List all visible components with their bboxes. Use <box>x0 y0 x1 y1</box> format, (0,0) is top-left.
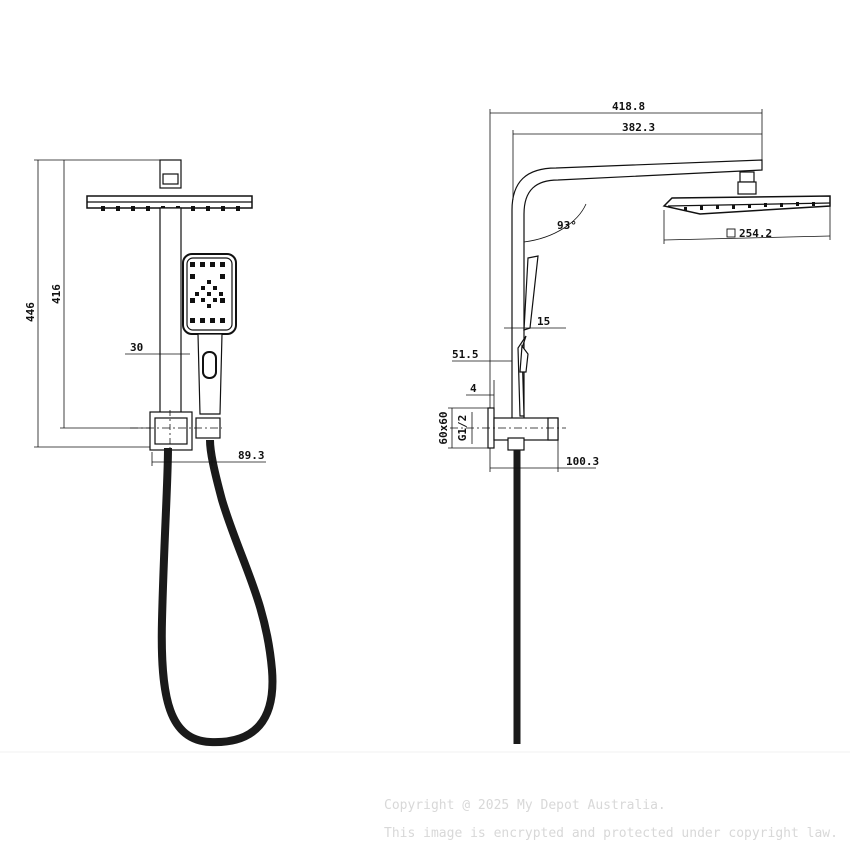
watermark-line-2: This image is encrypted and protected un… <box>384 826 838 841</box>
watermark-line-1: Copyright @ 2025 My Depot Australia. <box>384 798 666 813</box>
dim-15: 15 <box>537 315 550 328</box>
side-dim-100 <box>489 440 596 472</box>
square-symbol <box>726 228 736 238</box>
dim-30: 30 <box>130 341 143 354</box>
side-dim-382 <box>512 130 762 200</box>
dim-446: 446 <box>24 302 37 322</box>
dim-254-2: 254.2 <box>739 227 772 240</box>
side-dim-418 <box>489 109 763 408</box>
front-handset-nozzles <box>190 262 225 323</box>
side-dim-4 <box>466 380 495 408</box>
side-dim-plate <box>448 407 488 449</box>
front-shower-head <box>86 195 253 211</box>
dim-100-3: 100.3 <box>566 455 599 468</box>
dim-4: 4 <box>470 382 477 395</box>
side-dim-angle <box>523 203 587 243</box>
side-arm <box>511 159 763 421</box>
side-view <box>448 109 831 744</box>
front-wall-bracket <box>130 410 222 452</box>
dim-382-3: 382.3 <box>622 121 655 134</box>
side-dim-254 <box>663 206 831 244</box>
dim-93-deg: 93° <box>557 219 577 232</box>
dim-60x60: 60x60 <box>437 411 450 444</box>
dim-416: 416 <box>50 284 63 304</box>
front-dim-89 <box>151 440 266 466</box>
dim-89-3: 89.3 <box>238 449 265 462</box>
front-rail <box>159 207 182 415</box>
front-view <box>34 159 277 747</box>
dim-51-5: 51.5 <box>452 348 479 361</box>
dim-g1-2: G1/2 <box>456 415 469 442</box>
front-dim-446 <box>34 159 160 448</box>
front-dim-416 <box>60 160 150 429</box>
side-wall-bracket <box>450 407 566 451</box>
front-hose <box>157 439 277 747</box>
dim-418-8: 418.8 <box>612 100 645 113</box>
side-shower-head <box>662 195 831 215</box>
